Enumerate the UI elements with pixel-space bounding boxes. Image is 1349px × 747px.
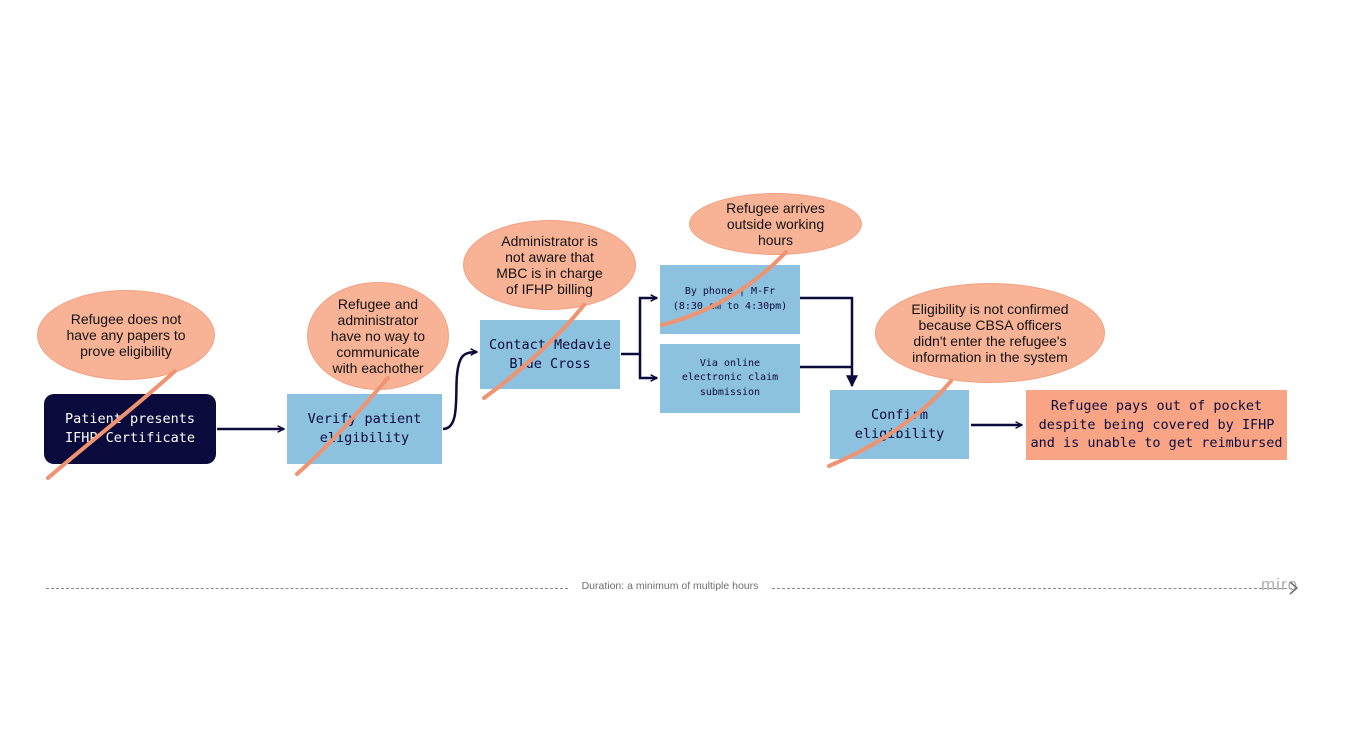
- node-via-online[interactable]: Via online electronic claim submission: [660, 344, 800, 413]
- arrow-contact-to-online: [638, 354, 657, 378]
- node-verify-eligibility[interactable]: Verify patient eligibility: [287, 394, 442, 464]
- arrow-contact-to-phone: [621, 298, 657, 356]
- duration-line-right: [772, 588, 1292, 589]
- arrow-verify-to-contact: [442, 352, 477, 431]
- node-patient-presents[interactable]: Patient presents IFHP Certificate: [44, 394, 216, 464]
- miro-logo: miro: [1261, 575, 1299, 594]
- pain-point-not-confirmed[interactable]: Eligibility is not confirmed because CBS…: [875, 283, 1105, 383]
- pain-point-admin-unaware[interactable]: Administrator is not aware that MBC is i…: [463, 220, 636, 310]
- arrow-phone-to-confirm: [800, 296, 858, 388]
- node-refugee-pays[interactable]: Refugee pays out of pocket despite being…: [1026, 390, 1287, 460]
- pain-point-outside-hours[interactable]: Refugee arrives outside working hours: [689, 193, 862, 255]
- duration-label: Duration: a minimum of multiple hours: [568, 580, 772, 592]
- duration-line-left: [46, 588, 568, 589]
- node-confirm-eligibility[interactable]: Confirm eligibility: [830, 390, 969, 459]
- node-by-phone[interactable]: By phone | M-Fr (8:30 am to 4:30pm): [660, 265, 800, 334]
- node-contact-mbc[interactable]: Contact Medavie Blue Cross: [480, 320, 620, 389]
- pain-point-no-papers[interactable]: Refugee does not have any papers to prov…: [37, 290, 215, 380]
- pain-point-no-communication[interactable]: Refugee and administrator have no way to…: [307, 282, 449, 390]
